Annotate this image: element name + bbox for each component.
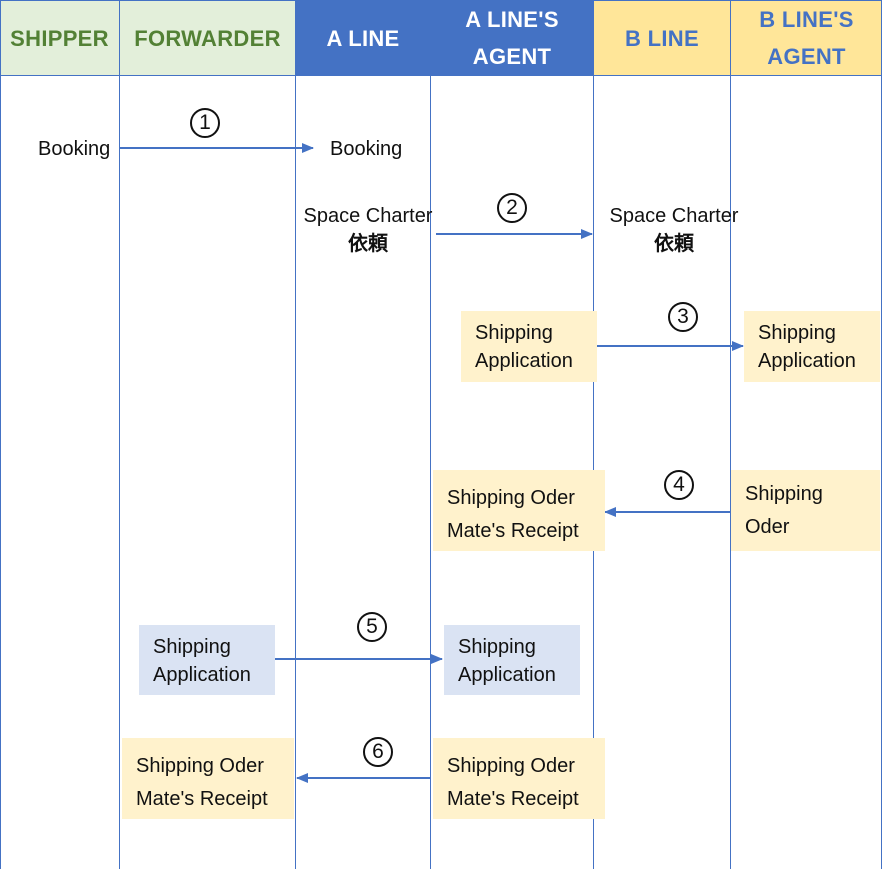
- lane-divider-1: [119, 0, 120, 869]
- b-line-space-charter: Space Charter 依頼: [604, 202, 744, 258]
- lane-header-a-line: A LINE: [296, 1, 430, 75]
- a-line-space-charter: Space Charter 依頼: [300, 202, 436, 258]
- b-line-space-charter-text: Space Charter: [609, 205, 739, 227]
- a-line-agent-shipping-order: Shipping Oder Mate's Receipt: [433, 470, 605, 551]
- forwarder-shipping-order: Shipping Oder Mate's Receipt: [122, 738, 294, 819]
- header-divider: [0, 75, 882, 76]
- forwarder-shipping-application: Shipping Application: [139, 625, 275, 695]
- lane-header-b-line: B LINE: [594, 1, 730, 75]
- lane-divider-0: [0, 0, 1, 869]
- shipper-booking-label: Booking: [38, 138, 111, 160]
- lane-divider-2: [295, 0, 296, 869]
- step-badge-1: 1: [190, 108, 220, 138]
- step-badge-6: 6: [363, 737, 393, 767]
- b-line-agent-shipping-order: Shipping Oder: [731, 470, 880, 551]
- step-badge-4: 4: [664, 470, 694, 500]
- lane-header-forwarder: FORWARDER: [120, 1, 295, 75]
- step-badge-3: 3: [668, 302, 698, 332]
- step-badge-2: 2: [497, 193, 527, 223]
- a-line-agent-shipping-order-2: Shipping Oder Mate's Receipt: [433, 738, 605, 819]
- a-line-space-charter-text: Space Charter: [303, 205, 433, 227]
- a-line-agent-shipping-application: Shipping Application: [461, 311, 597, 382]
- lane-divider-4: [593, 0, 594, 869]
- a-line-booking-label: Booking: [330, 138, 403, 160]
- lane-header-b-line-agent: B LINE'S AGENT: [731, 1, 882, 75]
- lane-header-a-line-agent: A LINE'S AGENT: [431, 1, 593, 75]
- b-line-space-charter-jp: 依頼: [654, 233, 694, 255]
- lane-divider-5: [730, 0, 731, 869]
- lane-header-shipper: SHIPPER: [0, 1, 119, 75]
- lane-divider-3: [430, 0, 431, 869]
- a-line-space-charter-jp: 依頼: [348, 233, 388, 255]
- top-border: [0, 0, 882, 1]
- step-badge-5: 5: [357, 612, 387, 642]
- a-line-agent-shipping-application-2: Shipping Application: [444, 625, 580, 695]
- b-line-agent-shipping-application: Shipping Application: [744, 311, 880, 382]
